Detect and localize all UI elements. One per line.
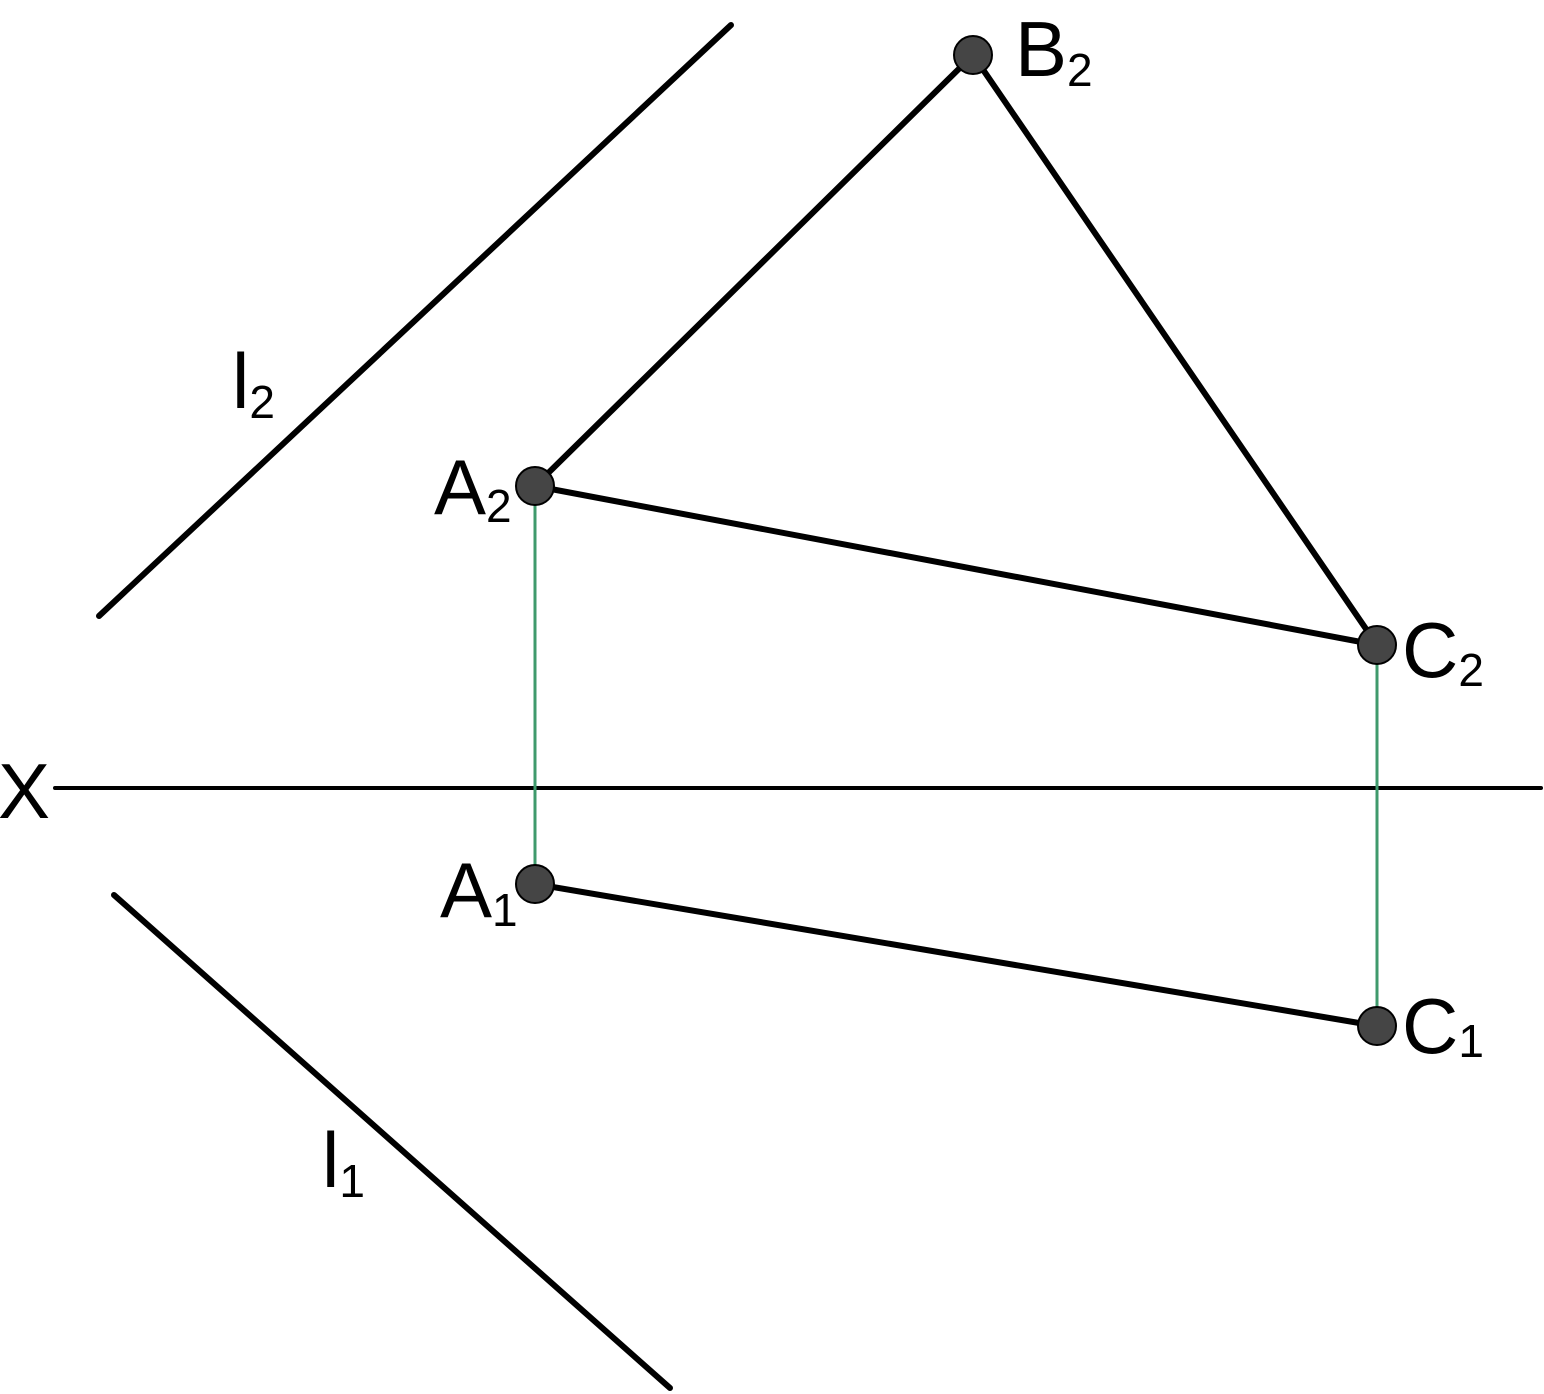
line-l1	[111, 892, 673, 1391]
point-a1	[515, 864, 555, 904]
label-l1: l1	[322, 1116, 365, 1207]
segment-a2-c2	[532, 483, 1380, 648]
label-a1: A1	[440, 846, 518, 936]
label-c2: C2	[1402, 606, 1484, 696]
label-l2: l2	[232, 337, 275, 428]
point-c2	[1357, 625, 1397, 665]
x-axis-label: X	[0, 747, 50, 835]
line-l2	[96, 22, 734, 619]
point-c1	[1357, 1006, 1397, 1046]
point-a2	[515, 466, 555, 506]
label-c1: C1	[1402, 982, 1484, 1070]
segment-a1-c1	[532, 881, 1380, 1029]
label-b2: B2	[1015, 5, 1093, 96]
segment-b2-c2	[970, 52, 1380, 648]
label-a2: A2	[434, 443, 512, 532]
point-b2	[953, 35, 993, 75]
segment-a2-b2	[532, 52, 976, 489]
